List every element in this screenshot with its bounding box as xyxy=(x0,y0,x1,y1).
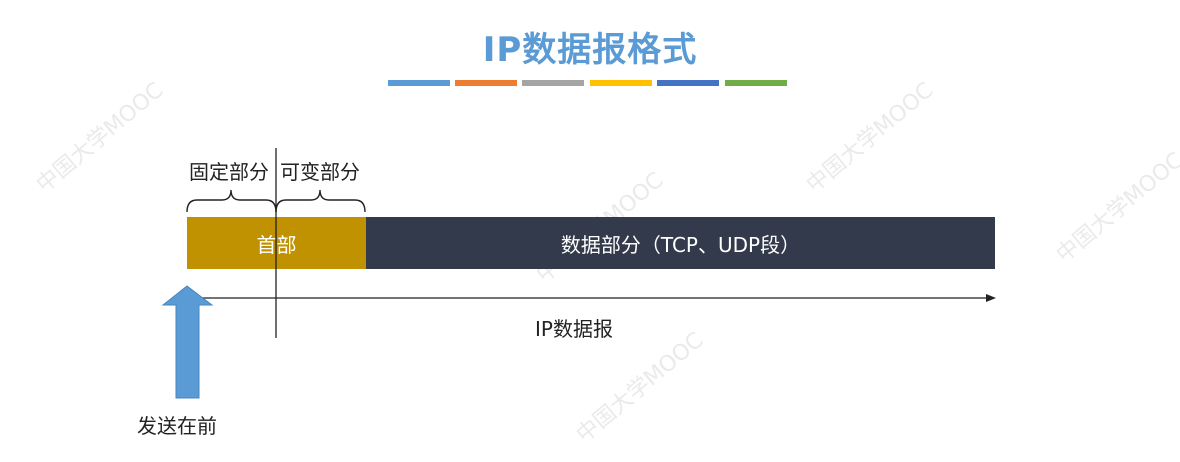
accent-bar-5 xyxy=(657,80,719,86)
accent-bar-4 xyxy=(590,80,652,86)
axis-arrowhead xyxy=(986,294,996,302)
fixed-part-label: 固定部分 xyxy=(189,160,269,184)
data-segment: 数据部分（TCP、UDP段） xyxy=(366,217,995,269)
accent-bar-1 xyxy=(388,80,450,86)
accent-bar-3 xyxy=(522,80,584,86)
ip-datagram-label: IP数据报 xyxy=(535,317,613,341)
send-first-arrow xyxy=(161,285,214,399)
variable-part-brace xyxy=(275,189,366,213)
slide-title: IP数据报格式 xyxy=(482,30,698,70)
data-part-label: 数据部分（TCP、UDP段） xyxy=(560,232,801,257)
sent-first-label: 发送在前 xyxy=(137,414,217,438)
accent-bar-6 xyxy=(725,80,787,86)
accent-bar-2 xyxy=(455,80,517,86)
variable-part-label: 可变部分 xyxy=(280,160,360,184)
fixed-part-brace xyxy=(186,189,277,213)
